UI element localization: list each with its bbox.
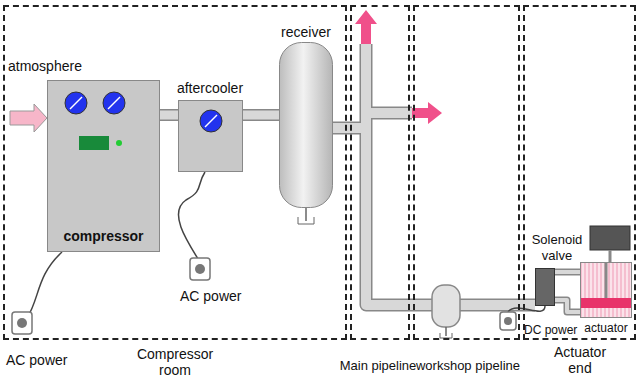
pipe-outline [555, 300, 580, 312]
pipe-outline [243, 109, 279, 121]
receiver-tank: receiver [279, 42, 333, 208]
aftercooler-box: aftercooler [178, 100, 243, 172]
node-label: actuator [584, 320, 627, 336]
node-label: compressor [63, 228, 143, 244]
gauge-dial [65, 92, 87, 114]
node-shape [48, 81, 161, 253]
region-frame: workshop pipeline [413, 5, 520, 340]
part-label: atmosphere [8, 58, 82, 74]
pipe-fill [160, 111, 178, 120]
piston-rod [609, 250, 612, 263]
pipe-connector [160, 115, 178, 116]
gauge-needle [70, 97, 82, 109]
gauge-dial [200, 110, 222, 132]
power-outlet [17, 318, 27, 328]
power-cord [27, 252, 62, 318]
load-weight [590, 226, 630, 250]
gauge-needle [205, 115, 217, 127]
control-panel [79, 136, 109, 150]
cylinder-outline [581, 263, 632, 318]
intake-arrow [10, 104, 47, 132]
node-label: Solenoid valve [526, 232, 588, 264]
gauge-needle [108, 97, 120, 109]
drain [298, 217, 314, 224]
node-label: Actuator end [547, 344, 613, 376]
gauge-dial [103, 92, 125, 114]
air-out-arrow [412, 102, 442, 124]
power-cord [178, 172, 205, 262]
power-outlet [500, 312, 516, 330]
solenoid-valve: Solenoid valve [535, 268, 555, 306]
node-shape [536, 269, 556, 307]
node-shape [179, 101, 244, 173]
node-label: workshop pipeline [416, 358, 520, 374]
region-frame: compressoraftercoolerreceiverCompressor … [3, 5, 347, 340]
tank-outline [280, 43, 333, 208]
region-frame: Solenoid valveactuatorActuator end [523, 5, 636, 340]
part-label: AC power [180, 288, 241, 304]
drain [445, 327, 447, 336]
power-cord [508, 306, 545, 312]
piston [581, 298, 631, 308]
node-label: Main pipeline [340, 358, 417, 374]
power-outlet [12, 312, 32, 334]
pipe-outline [555, 269, 580, 276]
power-outlet [504, 317, 512, 325]
pipe-fill [333, 44, 535, 305]
power-outlet [195, 264, 205, 274]
drain [440, 333, 452, 338]
part-label: AC power [6, 352, 67, 368]
power-outlet [190, 258, 210, 280]
pipes [333, 44, 535, 305]
pipe-fill [555, 270, 580, 274]
pipe-outline [160, 109, 178, 121]
pipe-connector [243, 115, 279, 116]
filter-tank [432, 285, 460, 327]
node-shape [415, 7, 522, 342]
drain [305, 208, 307, 221]
node-shape [352, 7, 412, 342]
pipe-fill [243, 111, 279, 120]
status-light [116, 140, 122, 146]
node-label: aftercooler [177, 80, 243, 96]
node-shape [279, 42, 333, 208]
pipe-outline [333, 44, 535, 305]
node-shape [580, 262, 632, 318]
actuator-cylinder: actuator [580, 262, 632, 318]
air-out-arrow [355, 10, 377, 44]
region-frame: Main pipeline [350, 5, 410, 340]
compressor-box: compressor [47, 80, 160, 252]
pipe-fill [555, 300, 580, 312]
pipe-connector [555, 272, 580, 273]
part-label: DC power [524, 322, 577, 338]
node-label: receiver [281, 24, 331, 40]
pipe-connector [555, 300, 580, 312]
label-layer: atmosphereAC powerAC powerDC power [0, 0, 74, 64]
node-label: Compressor room [130, 346, 220, 378]
piston-rod [605, 262, 608, 298]
